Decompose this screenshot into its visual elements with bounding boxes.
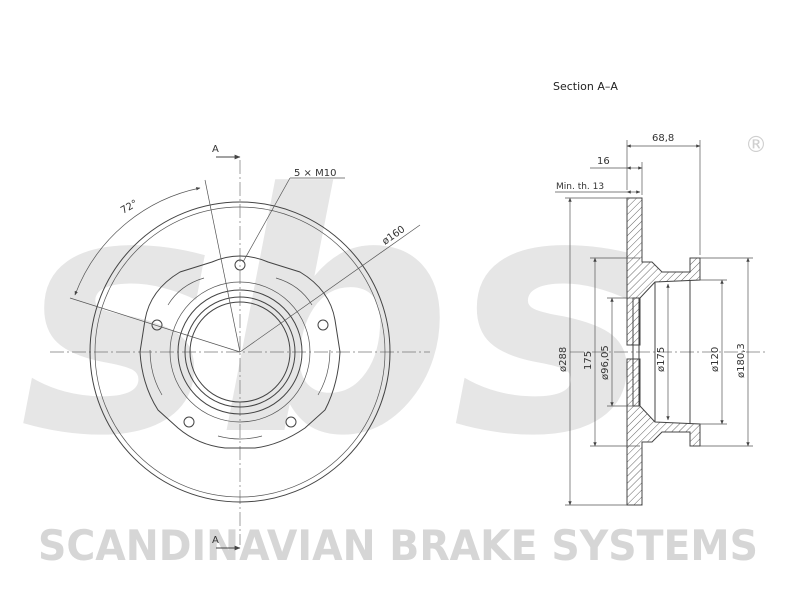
section-view: Section A–A 68,8 16 Min. th. 13 ø288 175 [553,80,765,506]
bolt-hole-1 [234,259,246,271]
dim-centre-bore: ø96,05 [600,345,611,380]
disc-cross-section-lower [626,358,701,506]
angle-dimension-arc [74,187,201,296]
dim-overall-height: 68,8 [652,133,674,144]
outer-disc-edge [89,201,391,503]
bolt-hole-3 [285,416,297,428]
section-marker-bottom: A [212,535,219,546]
section-title: Section A–A [553,80,618,93]
brand-name-watermark: SCANDINAVIAN BRAKE SYSTEMS [38,521,758,570]
angle-leader-1 [204,179,241,353]
angle-leader-2 [69,297,241,353]
dim-hub-180: ø180,3 [736,343,747,378]
centre-bore-outer [184,296,296,408]
dim-thickness: 16 [597,156,610,167]
hub-flange-outline [139,255,341,449]
abs-ring [632,297,640,407]
hub-inner-step [177,289,303,415]
dim-175-left: 175 [583,351,594,370]
hub-pcd-circle [169,281,311,423]
dim-175-inner: ø175 [656,347,667,372]
centre-bore-inner [189,301,291,403]
bolt-hole-2 [317,319,329,331]
relief-pocket-1 [275,277,313,306]
dim-min-thickness: Min. th. 13 [556,182,604,192]
relief-pocket-4 [149,349,163,396]
bolt-hole-4 [183,416,195,428]
section-marker-top: A [212,144,219,155]
bolt-hole-5 [151,319,163,331]
relief-pocket-3 [217,435,263,440]
front-view: A A 72° 5 × M10 ø160 [50,144,430,551]
registered-trademark-icon: ® [745,133,767,158]
dim-hub-120: ø120 [710,347,721,372]
friction-ring-inner-edge [94,206,386,498]
dim-outer-diameter: ø288 [558,347,569,372]
pcd-leader-line [239,224,421,353]
disc-cross-section-upper [626,197,701,346]
bolt-label: 5 × M10 [294,168,336,179]
bolt-leader-line [242,177,291,263]
relief-pocket-2 [317,349,331,396]
